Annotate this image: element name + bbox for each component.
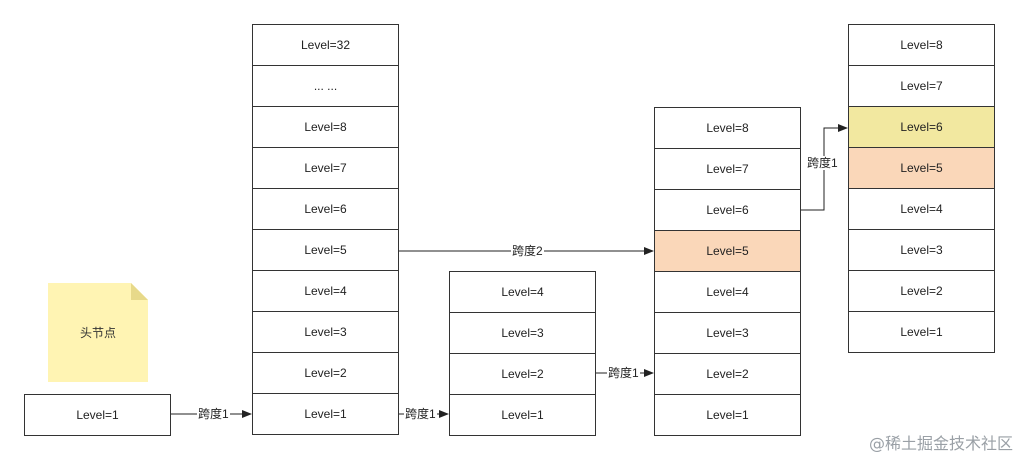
span-label-node3-node4: 跨度1 — [806, 156, 839, 170]
node3-cell: Level=2 — [654, 354, 801, 395]
node2-cell: Level=3 — [449, 313, 596, 354]
node1-cell: Level=32 — [252, 24, 399, 66]
span-label-node1-node2: 跨度1 — [404, 407, 437, 421]
node4-cell: Level=8 — [848, 24, 995, 66]
head-node-level-1: Level=1 — [24, 394, 171, 436]
node2-cell: Level=2 — [449, 354, 596, 395]
node-column-2: Level=4 Level=3 Level=2 Level=1 — [449, 271, 596, 436]
span-label-head: 跨度1 — [197, 407, 230, 421]
node3-cell: Level=8 — [654, 107, 801, 149]
node1-cell: ... ... — [252, 66, 399, 107]
node4-cell: Level=4 — [848, 189, 995, 230]
node1-cell: Level=5 — [252, 230, 399, 271]
watermark: @稀土掘金技术社区 — [868, 434, 1013, 453]
node1-cell: Level=6 — [252, 189, 399, 230]
node3-cell: Level=7 — [654, 149, 801, 190]
node-column-3: Level=8 Level=7 Level=6 Level=5 Level=4 … — [654, 107, 801, 436]
node4-cell: Level=7 — [848, 66, 995, 107]
node3-cell: Level=3 — [654, 313, 801, 354]
node2-cell: Level=4 — [449, 271, 596, 313]
node3-cell: Level=6 — [654, 190, 801, 231]
node1-cell: Level=8 — [252, 107, 399, 148]
span-label-node1-node3: 跨度2 — [511, 244, 544, 258]
node1-cell: Level=1 — [252, 394, 399, 435]
node3-cell-highlight: Level=5 — [654, 231, 801, 272]
node-column-4: Level=8 Level=7 Level=6 Level=5 Level=4 … — [848, 24, 995, 353]
node4-cell: Level=3 — [848, 230, 995, 271]
node4-cell: Level=1 — [848, 312, 995, 353]
node1-cell: Level=3 — [252, 312, 399, 353]
node1-cell: Level=2 — [252, 353, 399, 394]
node2-cell: Level=1 — [449, 395, 596, 436]
node-column-1: Level=32 ... ... Level=8 Level=7 Level=6… — [252, 24, 399, 435]
node3-cell: Level=4 — [654, 272, 801, 313]
span-label-node2-node3: 跨度1 — [607, 366, 640, 380]
node3-cell: Level=1 — [654, 395, 801, 436]
node4-cell: Level=2 — [848, 271, 995, 312]
node1-cell: Level=7 — [252, 148, 399, 189]
head-node-label: 头节点 — [79, 326, 116, 340]
node4-cell-target: Level=6 — [848, 107, 995, 148]
node4-cell-highlight: Level=5 — [848, 148, 995, 189]
node1-cell: Level=4 — [252, 271, 399, 312]
